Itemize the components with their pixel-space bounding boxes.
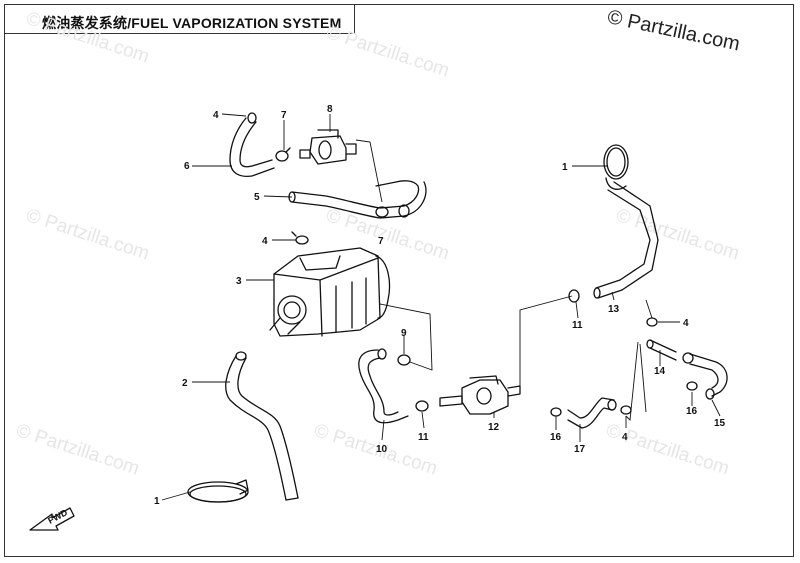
- part-6-hose: [229, 112, 275, 178]
- callout-2: 2: [182, 378, 188, 389]
- part-7-clamp: [375, 206, 389, 218]
- fwd-arrow-icon: FWD: [29, 507, 75, 531]
- part-16-clamp: [550, 407, 562, 417]
- callout-4: 4: [213, 110, 219, 121]
- callout-12: 12: [488, 422, 500, 433]
- callout-4: 4: [262, 236, 268, 247]
- callout-16: 16: [550, 432, 562, 443]
- callout-15: 15: [714, 418, 726, 429]
- callout-13: 13: [608, 304, 620, 315]
- part-4-clamp: [682, 352, 694, 364]
- part-5-hose: [288, 180, 427, 219]
- callout-5: 5: [254, 192, 260, 203]
- part-7-clamp: [275, 147, 291, 162]
- part-14-connector: [646, 339, 677, 361]
- callout-10: 10: [376, 444, 388, 455]
- leader-lines: [161, 113, 721, 501]
- part-15-hose: [689, 353, 728, 400]
- callout-11: 11: [418, 432, 429, 443]
- part-4-clamp: [291, 231, 309, 245]
- diagram-frame: [4, 4, 794, 557]
- callout-8: 8: [327, 104, 333, 115]
- callout-3: 3: [236, 276, 242, 287]
- callout-9: 9: [401, 328, 407, 339]
- part-1-clamp: [187, 479, 249, 503]
- callout-6: 6: [184, 161, 190, 172]
- part-4-clamp: [646, 317, 658, 327]
- part-2-hose: [225, 351, 299, 501]
- callout-7: 7: [378, 236, 384, 247]
- part-9-clamp: [397, 354, 411, 366]
- callout-11: 11: [572, 320, 583, 331]
- title-box: 燃油蒸发系统/FUEL VAPORIZATION SYSTEM: [4, 4, 355, 34]
- part-11-clamp: [415, 400, 429, 412]
- part-3-carbon-canister: [269, 247, 391, 337]
- callout-7: 7: [281, 110, 287, 121]
- part-4-clamp: [620, 405, 632, 415]
- part-8-purge-valve: [299, 129, 357, 165]
- part-10-hose: [358, 348, 409, 424]
- callout-16: 16: [686, 406, 698, 417]
- part-12-valve: [439, 375, 521, 415]
- callout-1: 1: [562, 162, 568, 173]
- part-11-clamp: [568, 289, 580, 303]
- callout-1: 1: [154, 496, 160, 507]
- callout-17: 17: [574, 444, 586, 455]
- diagram-title: 燃油蒸发系统/FUEL VAPORIZATION SYSTEM: [42, 15, 342, 31]
- callout-14: 14: [654, 366, 666, 377]
- part-13-hose: [593, 181, 659, 299]
- part-17-hose: [567, 397, 617, 429]
- part-16-clamp: [686, 381, 698, 391]
- callout-4: 4: [683, 318, 689, 329]
- part-1-clamp: [603, 144, 629, 190]
- callout-4: 4: [622, 432, 628, 443]
